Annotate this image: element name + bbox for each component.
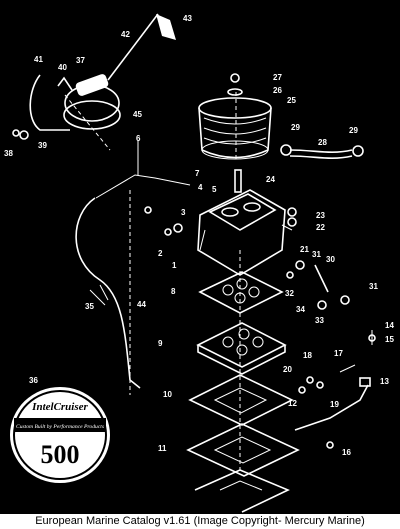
callout-38: 38 xyxy=(4,149,13,158)
callout-21: 21 xyxy=(300,245,309,254)
callout-42: 42 xyxy=(121,30,130,39)
air-cleaner xyxy=(198,73,272,160)
callout-28: 28 xyxy=(318,138,327,147)
callout-17: 17 xyxy=(334,349,343,358)
callout-36: 36 xyxy=(29,376,38,385)
callout-24: 24 xyxy=(266,175,275,184)
callout-32: 32 xyxy=(285,289,294,298)
badge-line1: IntelCruiser xyxy=(31,401,88,413)
small-hardware xyxy=(89,206,376,345)
callout-9: 9 xyxy=(158,339,163,348)
callout-29a: 29 xyxy=(291,123,300,132)
callout-39: 39 xyxy=(38,141,47,150)
callout-37: 37 xyxy=(76,56,85,65)
callout-13: 13 xyxy=(380,377,389,386)
callout-26: 26 xyxy=(273,86,282,95)
callout-8: 8 xyxy=(171,287,176,296)
throttle-linkage xyxy=(294,364,371,449)
callout-34: 34 xyxy=(296,305,305,314)
callout-30: 30 xyxy=(326,255,335,264)
callout-15: 15 xyxy=(385,335,394,344)
callout-5: 5 xyxy=(212,185,217,194)
callout-labels: 1 2 3 4 5 6 7 8 9 10 11 12 13 14 15 16 1… xyxy=(4,14,394,457)
callout-35: 35 xyxy=(85,302,94,311)
callout-33: 33 xyxy=(315,316,324,325)
callout-7: 7 xyxy=(195,169,200,178)
callout-3: 3 xyxy=(181,208,186,217)
fuel-pump xyxy=(12,13,176,140)
callout-18: 18 xyxy=(303,351,312,360)
callout-23: 23 xyxy=(316,211,325,220)
callout-2: 2 xyxy=(158,249,163,258)
callout-10: 10 xyxy=(163,390,172,399)
vent-hose xyxy=(280,144,364,159)
callout-29b: 29 xyxy=(349,126,358,135)
carburetor-body xyxy=(197,169,293,276)
callout-40: 40 xyxy=(58,63,67,72)
callout-12: 12 xyxy=(288,399,297,408)
callout-27: 27 xyxy=(273,73,282,82)
callout-31b: 31 xyxy=(369,282,378,291)
carburetor-exploded-diagram: IntelCruiser Custom Built by Performance… xyxy=(4,13,394,513)
fuel-line-tube xyxy=(75,174,191,389)
callout-43: 43 xyxy=(183,14,192,23)
callout-4: 4 xyxy=(198,183,203,192)
callout-20: 20 xyxy=(283,365,292,374)
callout-31a: 31 xyxy=(312,250,321,259)
badge-line3: 500 xyxy=(41,440,80,469)
gaskets-and-spacers xyxy=(186,271,300,513)
leader-lines xyxy=(64,92,241,470)
callout-25: 25 xyxy=(287,96,296,105)
badge-line2: Custom Built by Performance Products xyxy=(16,423,104,430)
callout-16: 16 xyxy=(342,448,351,457)
image-caption: European Marine Catalog v1.61 (Image Cop… xyxy=(0,514,400,529)
callout-45: 45 xyxy=(133,110,142,119)
intel-cruiser-badge: IntelCruiser Custom Built by Performance… xyxy=(10,387,110,483)
callout-14: 14 xyxy=(385,321,394,330)
callout-1: 1 xyxy=(172,261,177,270)
callout-11: 11 xyxy=(158,444,167,453)
callout-6: 6 xyxy=(136,134,141,143)
callout-22: 22 xyxy=(316,223,325,232)
callout-44: 44 xyxy=(137,300,146,309)
callout-41: 41 xyxy=(34,55,43,64)
callout-19: 19 xyxy=(330,400,339,409)
